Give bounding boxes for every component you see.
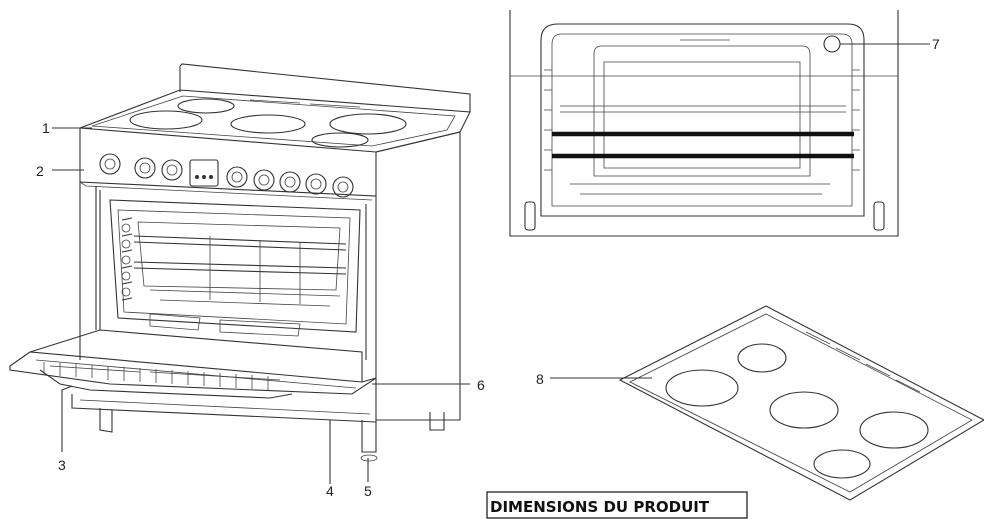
callout-1: 1 — [42, 120, 50, 136]
callout-4: 4 — [326, 483, 334, 499]
callout-5: 5 — [364, 483, 372, 499]
callout-7: 7 — [932, 36, 940, 52]
control-knobs — [99, 153, 354, 198]
oven-door — [9, 329, 377, 399]
shelf-supports — [121, 217, 133, 301]
callout-3: 3 — [58, 457, 66, 473]
oven-cavity-detail — [509, 10, 899, 237]
section-banner: DIMENSIONS DU PRODUIT — [486, 491, 748, 519]
callout-8: 8 — [536, 371, 544, 387]
section-title: DIMENSIONS DU PRODUIT — [490, 498, 710, 516]
callout-2: 2 — [36, 163, 44, 179]
cooktop-detail — [618, 305, 984, 501]
cooker-illustration — [9, 63, 471, 462]
callout-6: 6 — [477, 377, 485, 393]
section-banner-box — [486, 491, 748, 519]
